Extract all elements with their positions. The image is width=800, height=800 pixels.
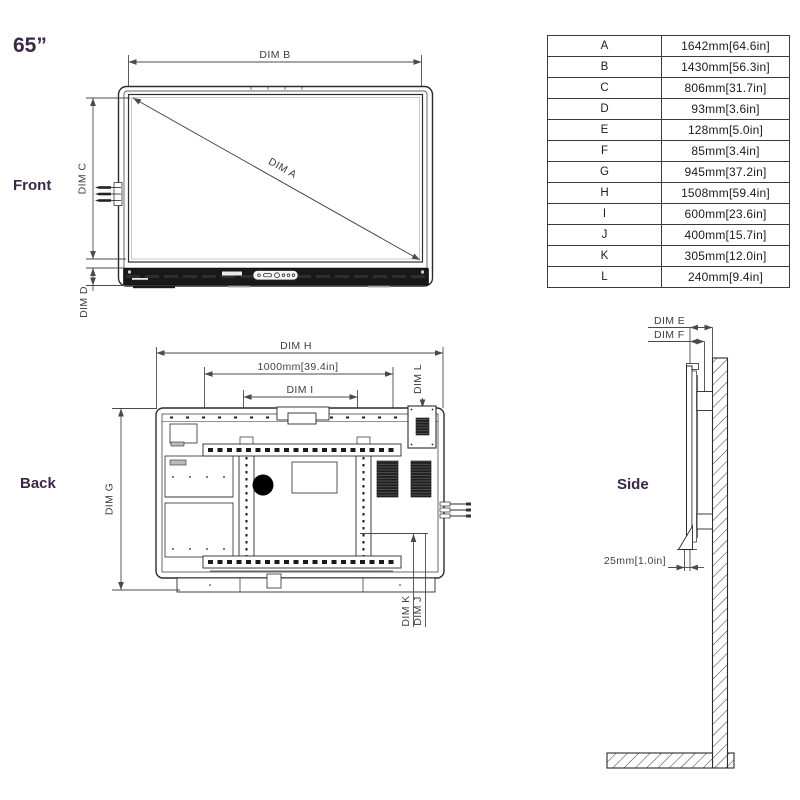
control-panel: [252, 270, 299, 281]
mounting-rail-top: [202, 443, 402, 457]
vesa-rail-vertical-right: [355, 436, 372, 569]
front-foot: [228, 285, 250, 288]
front-view: DIM B DIM A: [77, 49, 434, 318]
pen: [95, 192, 121, 196]
back-dim-h-label: DIM H: [280, 340, 312, 352]
back-left-compartment: [164, 455, 234, 558]
back-dim-j-label: DIM J: [412, 596, 424, 625]
vent-grille: [410, 460, 432, 498]
back-body: [155, 405, 471, 593]
floor-section: [606, 752, 714, 769]
speaker-screw-left: [128, 270, 131, 274]
side-tray-depth-label: 25mm[1.0in]: [604, 555, 666, 567]
front-dim-b: [128, 55, 422, 88]
side-display-profile: [677, 363, 713, 550]
wall-section: [711, 357, 729, 769]
back-rail-spacing-label: 1000mm[39.4in]: [258, 361, 339, 373]
front-view-label: Front: [13, 177, 52, 194]
side-tray-depth-dim: [668, 550, 704, 571]
pen-tray-profile: [677, 524, 693, 550]
pen-holder: [95, 182, 123, 206]
side-view-label: Side: [617, 476, 649, 493]
size-label: 65”: [13, 34, 47, 57]
front-dim-c: [86, 97, 130, 260]
back-view: DIM H 1000mm[39.4in] DIM I DIM L: [104, 340, 471, 627]
pen: [95, 199, 121, 202]
mounting-rail-bottom: [202, 555, 402, 572]
side-connectors: [439, 501, 471, 519]
floor-section-right: [726, 752, 735, 769]
back-label-plate: [169, 423, 198, 447]
wall-mount-bracket-top: [696, 391, 713, 411]
panel-button: [291, 273, 296, 277]
vent-grille: [376, 460, 399, 498]
dim-value: 85mm[3.4in]: [661, 140, 790, 162]
front-speaker-bar: [123, 267, 429, 289]
side-dim-f: [648, 338, 705, 392]
back-dim-i-label: DIM I: [286, 384, 313, 396]
front-dim-b-label: DIM B: [259, 49, 290, 61]
panel-button: [281, 273, 286, 277]
dim-value: 600mm[23.6in]: [661, 203, 790, 225]
logo-mark: [222, 271, 242, 276]
speaker-badge: [132, 278, 148, 280]
side-dim-f-label: DIM F: [654, 329, 685, 341]
speaker-screw-right: [421, 270, 424, 274]
back-panel-cutout: [291, 461, 338, 494]
back-dim-k-label: DIM K: [400, 595, 412, 626]
front-dim-c-label: DIM C: [77, 163, 89, 195]
front-top-ticks: [250, 86, 303, 90]
cable-hole: [252, 474, 274, 496]
panel-button: [286, 273, 291, 277]
side-view: DIM E DIM F: [604, 315, 735, 769]
vesa-rail-vertical-left: [238, 436, 255, 569]
back-dim-g-label: DIM G: [104, 483, 116, 515]
back-handle: [276, 406, 330, 425]
side-dim-e: [648, 324, 713, 364]
front-dim-d-label: DIM D: [78, 286, 90, 318]
dim-value: 128mm[5.0in]: [661, 119, 790, 141]
home-button: [274, 272, 280, 279]
back-dim-h: [156, 347, 444, 408]
dim-value: 1642mm[64.6in]: [661, 35, 790, 57]
back-dim-k-j: [360, 533, 428, 627]
dim-value: 1508mm[59.4in]: [661, 182, 790, 204]
side-dim-e-label: DIM E: [654, 315, 685, 327]
back-view-label: Back: [20, 475, 56, 492]
back-dim-l-label: DIM L: [412, 364, 424, 394]
ops-slot: [407, 405, 437, 449]
front-foot: [133, 285, 175, 289]
power-button: [257, 273, 261, 277]
control-pill: [263, 273, 272, 278]
dim-value: 1430mm[56.3in]: [661, 56, 790, 78]
bottom-skirt: [176, 573, 436, 593]
front-dim-d: [86, 267, 135, 291]
front-dim-a: [132, 97, 421, 261]
pen: [95, 186, 121, 189]
dim-value: 240mm[9.4in]: [661, 266, 790, 288]
wall-mount-bracket-bottom: [696, 513, 713, 530]
back-dim-g: [112, 408, 180, 591]
front-foot: [368, 285, 390, 288]
